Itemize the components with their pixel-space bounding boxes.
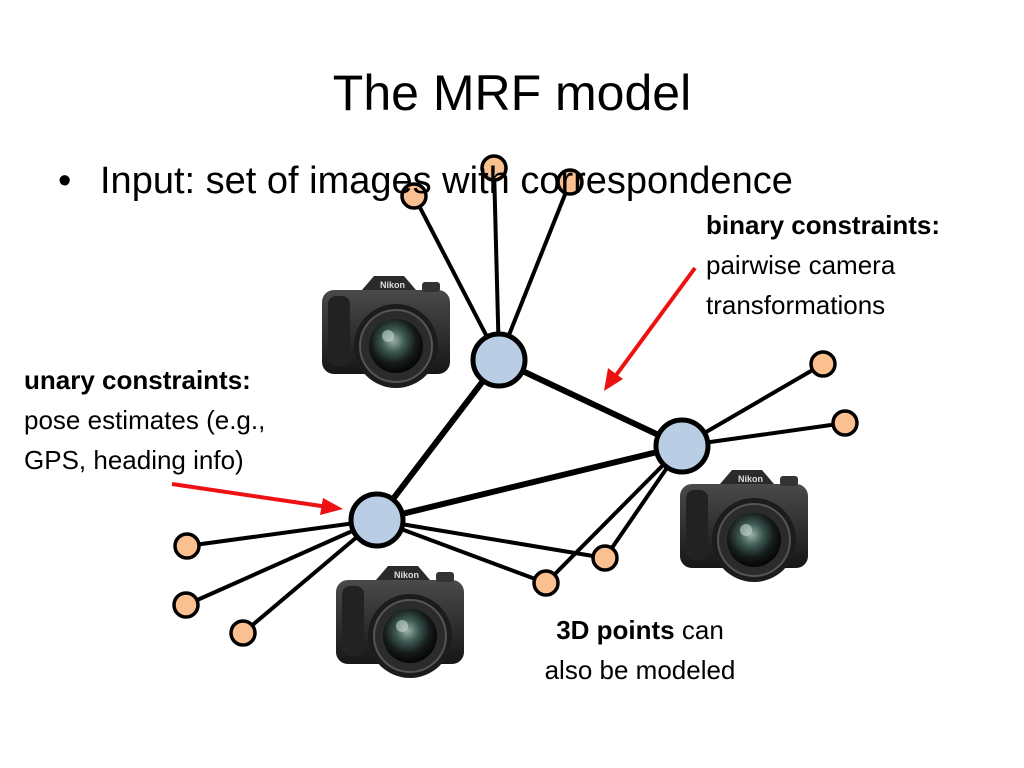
edge-cam-left-point-4 — [376, 518, 606, 560]
binary-line1: pairwise camera — [706, 250, 896, 280]
slide-title: The MRF model — [332, 65, 692, 121]
unary-heading: unary constraints: — [24, 365, 251, 395]
binary-heading: binary constraints: — [706, 210, 941, 240]
bullet-glyph: • — [58, 160, 72, 202]
edge-cam-top-point-1 — [412, 195, 501, 361]
arrow-binary — [604, 266, 697, 391]
edge-cam-top-cam-left — [374, 358, 502, 522]
camera-top-image — [321, 275, 451, 389]
point-node — [229, 619, 257, 647]
edge-cam-left-point-5 — [376, 518, 547, 585]
unary-constraints-label: unary constraints: pose estimates (e.g.,… — [24, 360, 265, 480]
point-node — [556, 168, 584, 196]
camera-node-right — [653, 417, 711, 475]
camera-nodes — [348, 331, 711, 549]
camera-node-top — [470, 331, 528, 389]
bullet-text: Input: set of images with correspondence — [100, 160, 793, 202]
camera-right-image — [679, 469, 809, 583]
point-node — [172, 591, 200, 619]
edge-cam-top-point-2 — [492, 167, 501, 361]
bullet-item: • Input: set of images with correspondenc… — [58, 160, 793, 203]
camera-bottom-image — [335, 565, 465, 679]
edge-cam-left-point-3 — [241, 518, 379, 635]
points-tail: can — [674, 615, 724, 645]
point-node — [809, 350, 837, 378]
3d-points-label: 3D points can also be modeled — [500, 610, 780, 690]
edge-cam-left-point-2 — [185, 518, 378, 607]
edge-cam-left-cam-right — [376, 443, 683, 523]
point-node — [532, 569, 560, 597]
edge-cam-left-point-1 — [186, 518, 378, 548]
unary-line2: GPS, heading info) — [24, 445, 244, 475]
point-node — [173, 532, 201, 560]
point-node — [480, 154, 508, 182]
point-node — [831, 409, 859, 437]
point-nodes — [172, 154, 859, 647]
arrow-unary — [171, 482, 343, 515]
edge-cam-top-point-3 — [497, 181, 572, 361]
points-line2: also be modeled — [544, 655, 736, 685]
point-node — [400, 182, 428, 210]
points-heading: 3D points — [556, 615, 675, 645]
point-node — [591, 544, 619, 572]
binary-constraints-label: binary constraints: pairwise camera tran… — [706, 205, 940, 325]
binary-line2: transformations — [706, 290, 886, 320]
edges — [185, 167, 846, 635]
edge-cam-top-cam-right — [497, 357, 684, 449]
edge-cam-right-point-4 — [544, 444, 684, 585]
unary-line1: pose estimates (e.g., — [24, 405, 266, 435]
camera-node-left — [348, 491, 406, 549]
